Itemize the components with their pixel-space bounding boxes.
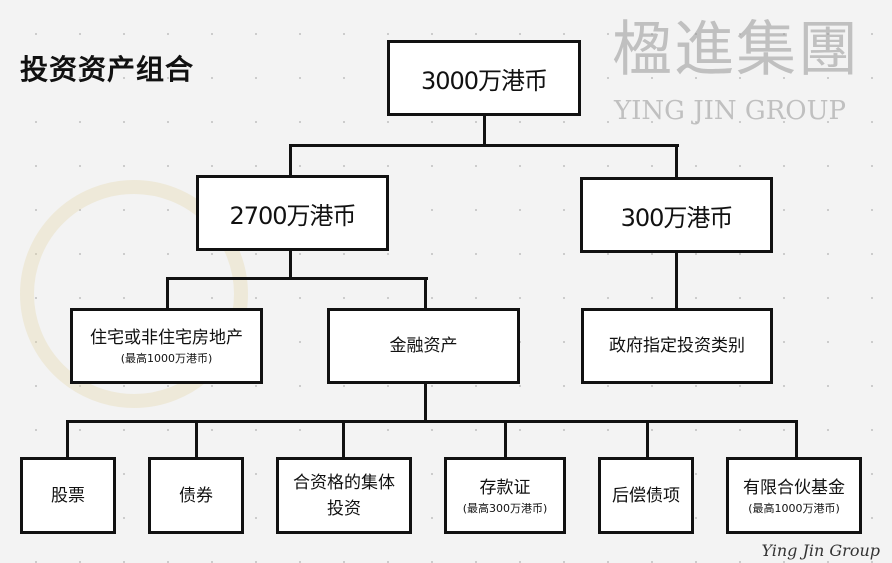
connector bbox=[195, 420, 198, 458]
connector bbox=[289, 250, 292, 279]
signature: Ying Jin Group bbox=[761, 541, 880, 560]
connector bbox=[166, 277, 428, 280]
connector bbox=[424, 277, 427, 309]
node-real-estate: 住宅或非住宅房地产 (最高1000万港币) bbox=[70, 308, 263, 384]
connector bbox=[166, 277, 169, 309]
node-subordinated-debt: 后偿债项 bbox=[598, 457, 694, 534]
connector bbox=[504, 420, 507, 458]
node-label: 2700万港币 bbox=[229, 201, 356, 230]
watermark-chinese: 楹進集團 bbox=[612, 15, 860, 85]
node-note: (最高1000万港币) bbox=[120, 352, 213, 365]
node-label: 存款证 bbox=[479, 477, 531, 498]
node-note: (最高1000万港币) bbox=[748, 501, 840, 515]
connector bbox=[483, 115, 486, 147]
node-label: 合资格的集体投资 bbox=[293, 472, 395, 519]
node-label: 金融资产 bbox=[389, 336, 458, 356]
node-stocks: 股票 bbox=[20, 457, 116, 534]
connector bbox=[66, 420, 798, 423]
connector bbox=[289, 144, 679, 147]
connector bbox=[646, 420, 649, 458]
node-label: 有限合伙基金 bbox=[743, 477, 845, 498]
connector bbox=[795, 420, 798, 458]
page-title: 投资资产组合 bbox=[20, 53, 195, 86]
node-2700: 2700万港币 bbox=[196, 175, 389, 251]
node-label: 3000万港币 bbox=[420, 66, 548, 95]
node-root: 3000万港币 bbox=[387, 40, 581, 116]
node-label: 300万港币 bbox=[620, 203, 734, 232]
node-certificates-of-deposit: 存款证 (最高300万港币) bbox=[444, 457, 566, 534]
node-label: 股票 bbox=[51, 485, 85, 506]
node-label: 后偿债项 bbox=[612, 485, 680, 506]
connector bbox=[342, 420, 345, 458]
node-financial-assets: 金融资产 bbox=[327, 308, 520, 384]
node-label: 债券 bbox=[179, 485, 213, 506]
connector bbox=[424, 383, 427, 422]
connector bbox=[675, 252, 678, 309]
connector bbox=[66, 420, 69, 458]
node-note: (最高300万港币) bbox=[462, 501, 548, 515]
node-limited-partnership-fund: 有限合伙基金 (最高1000万港币) bbox=[726, 457, 862, 534]
connector bbox=[675, 144, 678, 178]
node-label: 住宅或非住宅房地产 bbox=[90, 328, 243, 348]
connector bbox=[289, 144, 292, 176]
node-collective-investment: 合资格的集体投资 bbox=[276, 457, 412, 534]
watermark-english: YING JIN GROUP bbox=[614, 96, 846, 126]
node-300: 300万港币 bbox=[580, 177, 773, 253]
node-label: 政府指定投资类别 bbox=[609, 336, 745, 356]
node-government-designated: 政府指定投资类别 bbox=[581, 308, 773, 384]
node-bonds: 债券 bbox=[148, 457, 244, 534]
